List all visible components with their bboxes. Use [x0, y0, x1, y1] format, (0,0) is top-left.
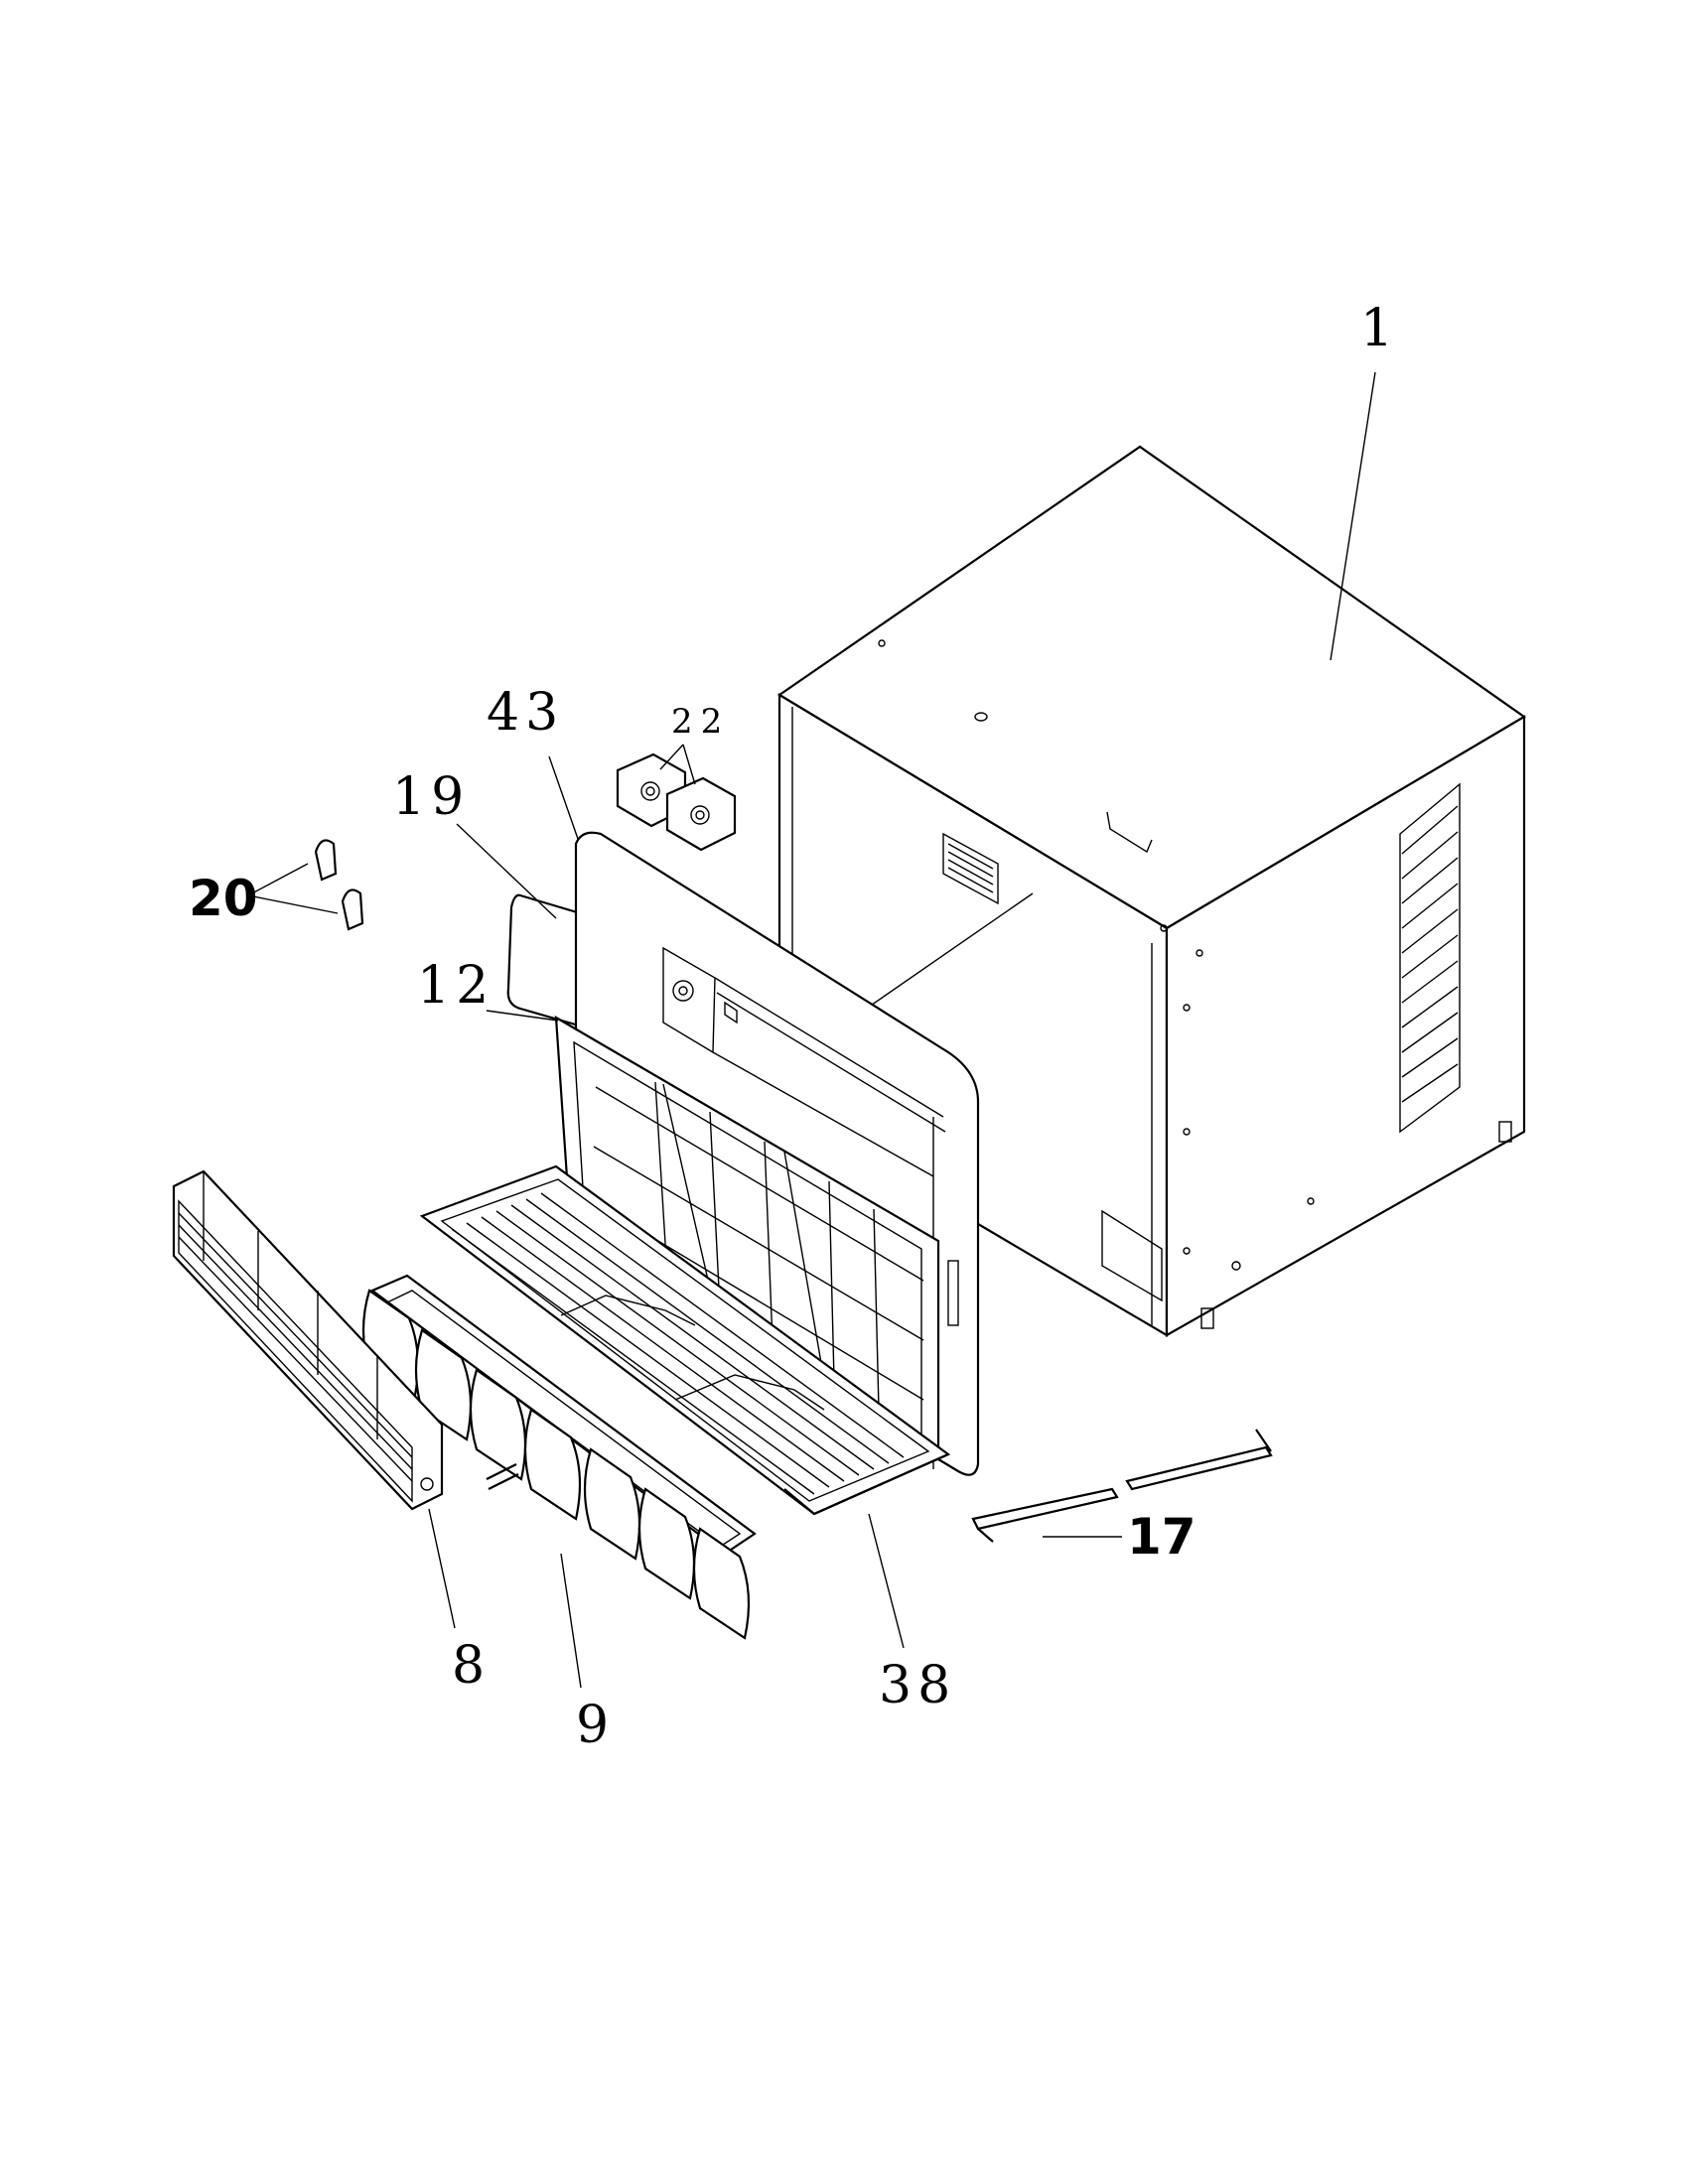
leader-lines	[247, 371, 1376, 1689]
clips-part	[314, 839, 364, 931]
interior-vent	[942, 832, 999, 905]
louver-assembly-part	[361, 1274, 757, 1640]
callout-20: 20	[189, 870, 258, 927]
callout-17: 17	[1127, 1508, 1196, 1566]
callout-8: 8	[452, 1636, 491, 1696]
cabinet-part	[776, 445, 1527, 1337]
grille-part	[172, 1169, 444, 1511]
base-tray-part	[419, 1164, 951, 1516]
callout-9: 9	[576, 1696, 615, 1755]
callout-38: 38	[879, 1656, 956, 1715]
callout-12: 12	[417, 956, 494, 1016]
seal-strips-part	[971, 1429, 1273, 1543]
callout-22: 22	[671, 702, 730, 742]
callout-1: 1	[1360, 299, 1399, 358]
side-louvers	[1399, 782, 1461, 1134]
callout-43: 43	[487, 683, 564, 743]
callout-19: 19	[392, 767, 470, 827]
square-pads-part	[616, 752, 737, 852]
